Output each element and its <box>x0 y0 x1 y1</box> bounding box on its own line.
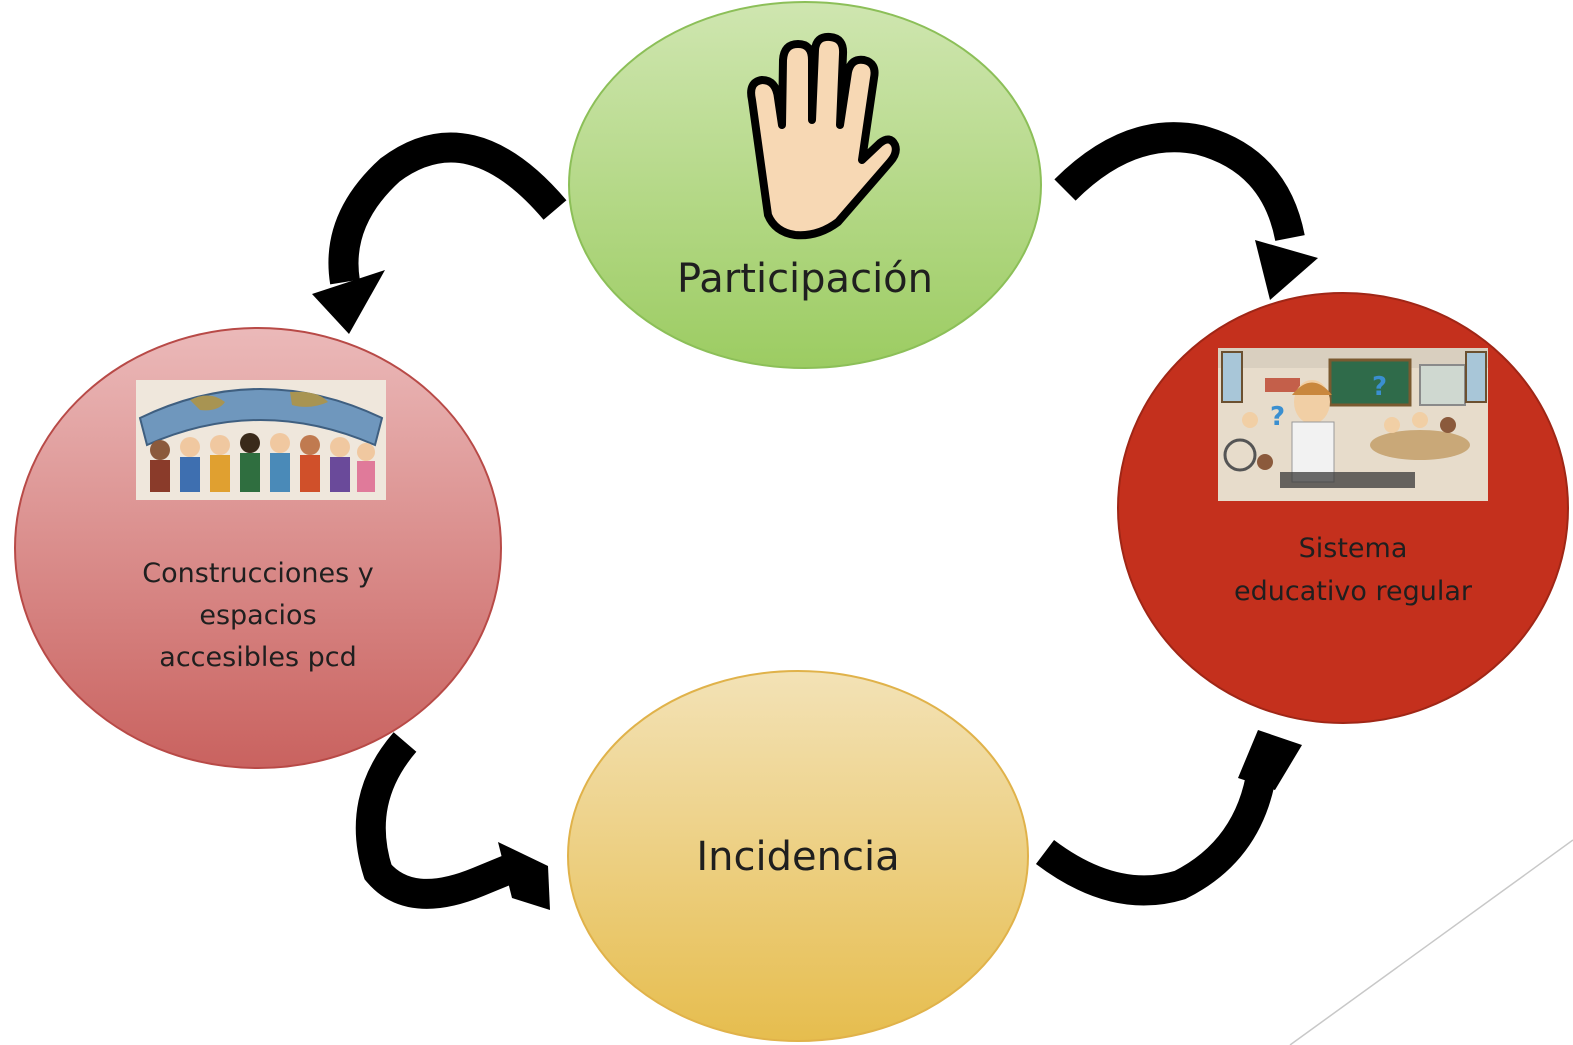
incidencia-label: Incidencia <box>696 834 899 880</box>
people-holding-world-illustration <box>136 380 386 500</box>
construcciones-label-line1: Construcciones y <box>142 558 373 589</box>
arrow-construcciones-to-incidencia <box>355 732 550 910</box>
sistema-label-line2: educativo regular <box>1234 576 1473 607</box>
svg-text:?: ? <box>1270 402 1285 432</box>
node-incidencia: Incidencia <box>567 670 1029 1042</box>
construcciones-label-line2: espacios <box>199 600 316 631</box>
participacion-label: Participación <box>677 256 933 302</box>
node-participacion: Participación <box>568 1 1042 369</box>
sistema-label-line1: Sistema <box>1299 533 1408 564</box>
node-construcciones: Construcciones y espacios accesibles pcd <box>14 327 502 769</box>
corner-decoration-line <box>1289 839 1573 1045</box>
raised-hand-icon <box>747 32 900 240</box>
arrow-participacion-to-sistema <box>1054 122 1318 300</box>
svg-text:?: ? <box>1372 372 1387 402</box>
construcciones-label-line3: accesibles pcd <box>159 642 356 673</box>
node-sistema: ? ? Sistema educativo regular <box>1117 292 1569 724</box>
arrow-participacion-to-construcciones <box>312 132 567 334</box>
arrow-incidencia-to-sistema <box>1035 730 1302 906</box>
classroom-illustration: ? ? <box>1218 348 1488 501</box>
